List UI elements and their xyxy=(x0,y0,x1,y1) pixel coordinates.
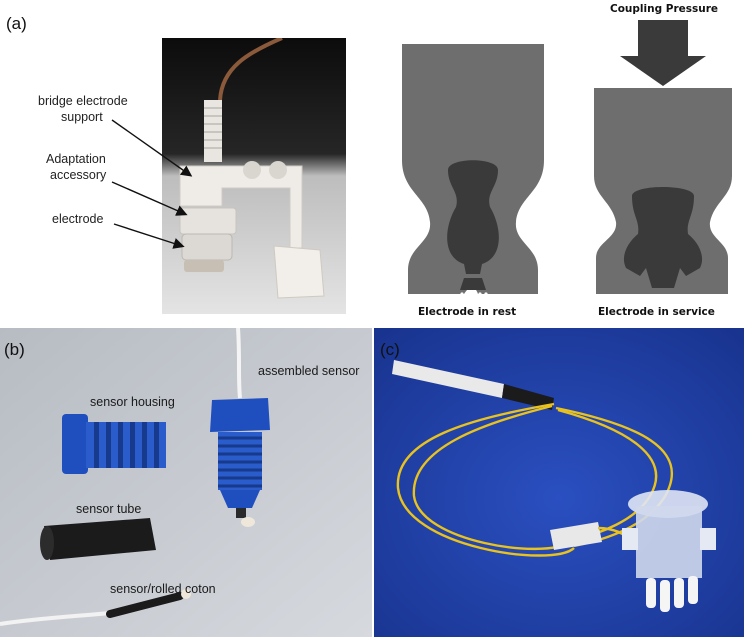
pressure-arrow-icon xyxy=(620,20,706,86)
diagram-electrode-rest xyxy=(402,44,544,296)
panel-c-label: (c) xyxy=(380,340,400,359)
annotation-adapt-line2: accessory xyxy=(50,168,107,182)
annotation-electrode: electrode xyxy=(52,212,104,226)
rest-caption: Electrode in rest xyxy=(418,306,517,318)
service-caption: Electrode in service xyxy=(598,306,715,318)
annotation-adapt-line1: Adaptation xyxy=(46,152,106,166)
label-sensor-tube: sensor tube xyxy=(76,502,142,516)
panel-a-photo xyxy=(162,38,346,314)
panel-a-label: (a) xyxy=(6,14,27,33)
label-rolled-coton: sensor/rolled coton xyxy=(110,582,216,596)
annotation-arrows xyxy=(111,119,193,249)
annotation-bridge-line1: bridge electrode xyxy=(38,94,128,108)
panel-b-label: (b) xyxy=(4,340,25,359)
annotation-bridge-line2: support xyxy=(61,110,103,124)
panel-c-photo xyxy=(374,328,744,637)
label-assembled-sensor: assembled sensor xyxy=(258,364,360,378)
label-sensor-housing: sensor housing xyxy=(90,395,175,409)
diagram-electrode-service xyxy=(594,20,732,294)
panel-b-photo xyxy=(0,328,372,637)
pressure-label: Coupling Pressure xyxy=(610,3,719,15)
